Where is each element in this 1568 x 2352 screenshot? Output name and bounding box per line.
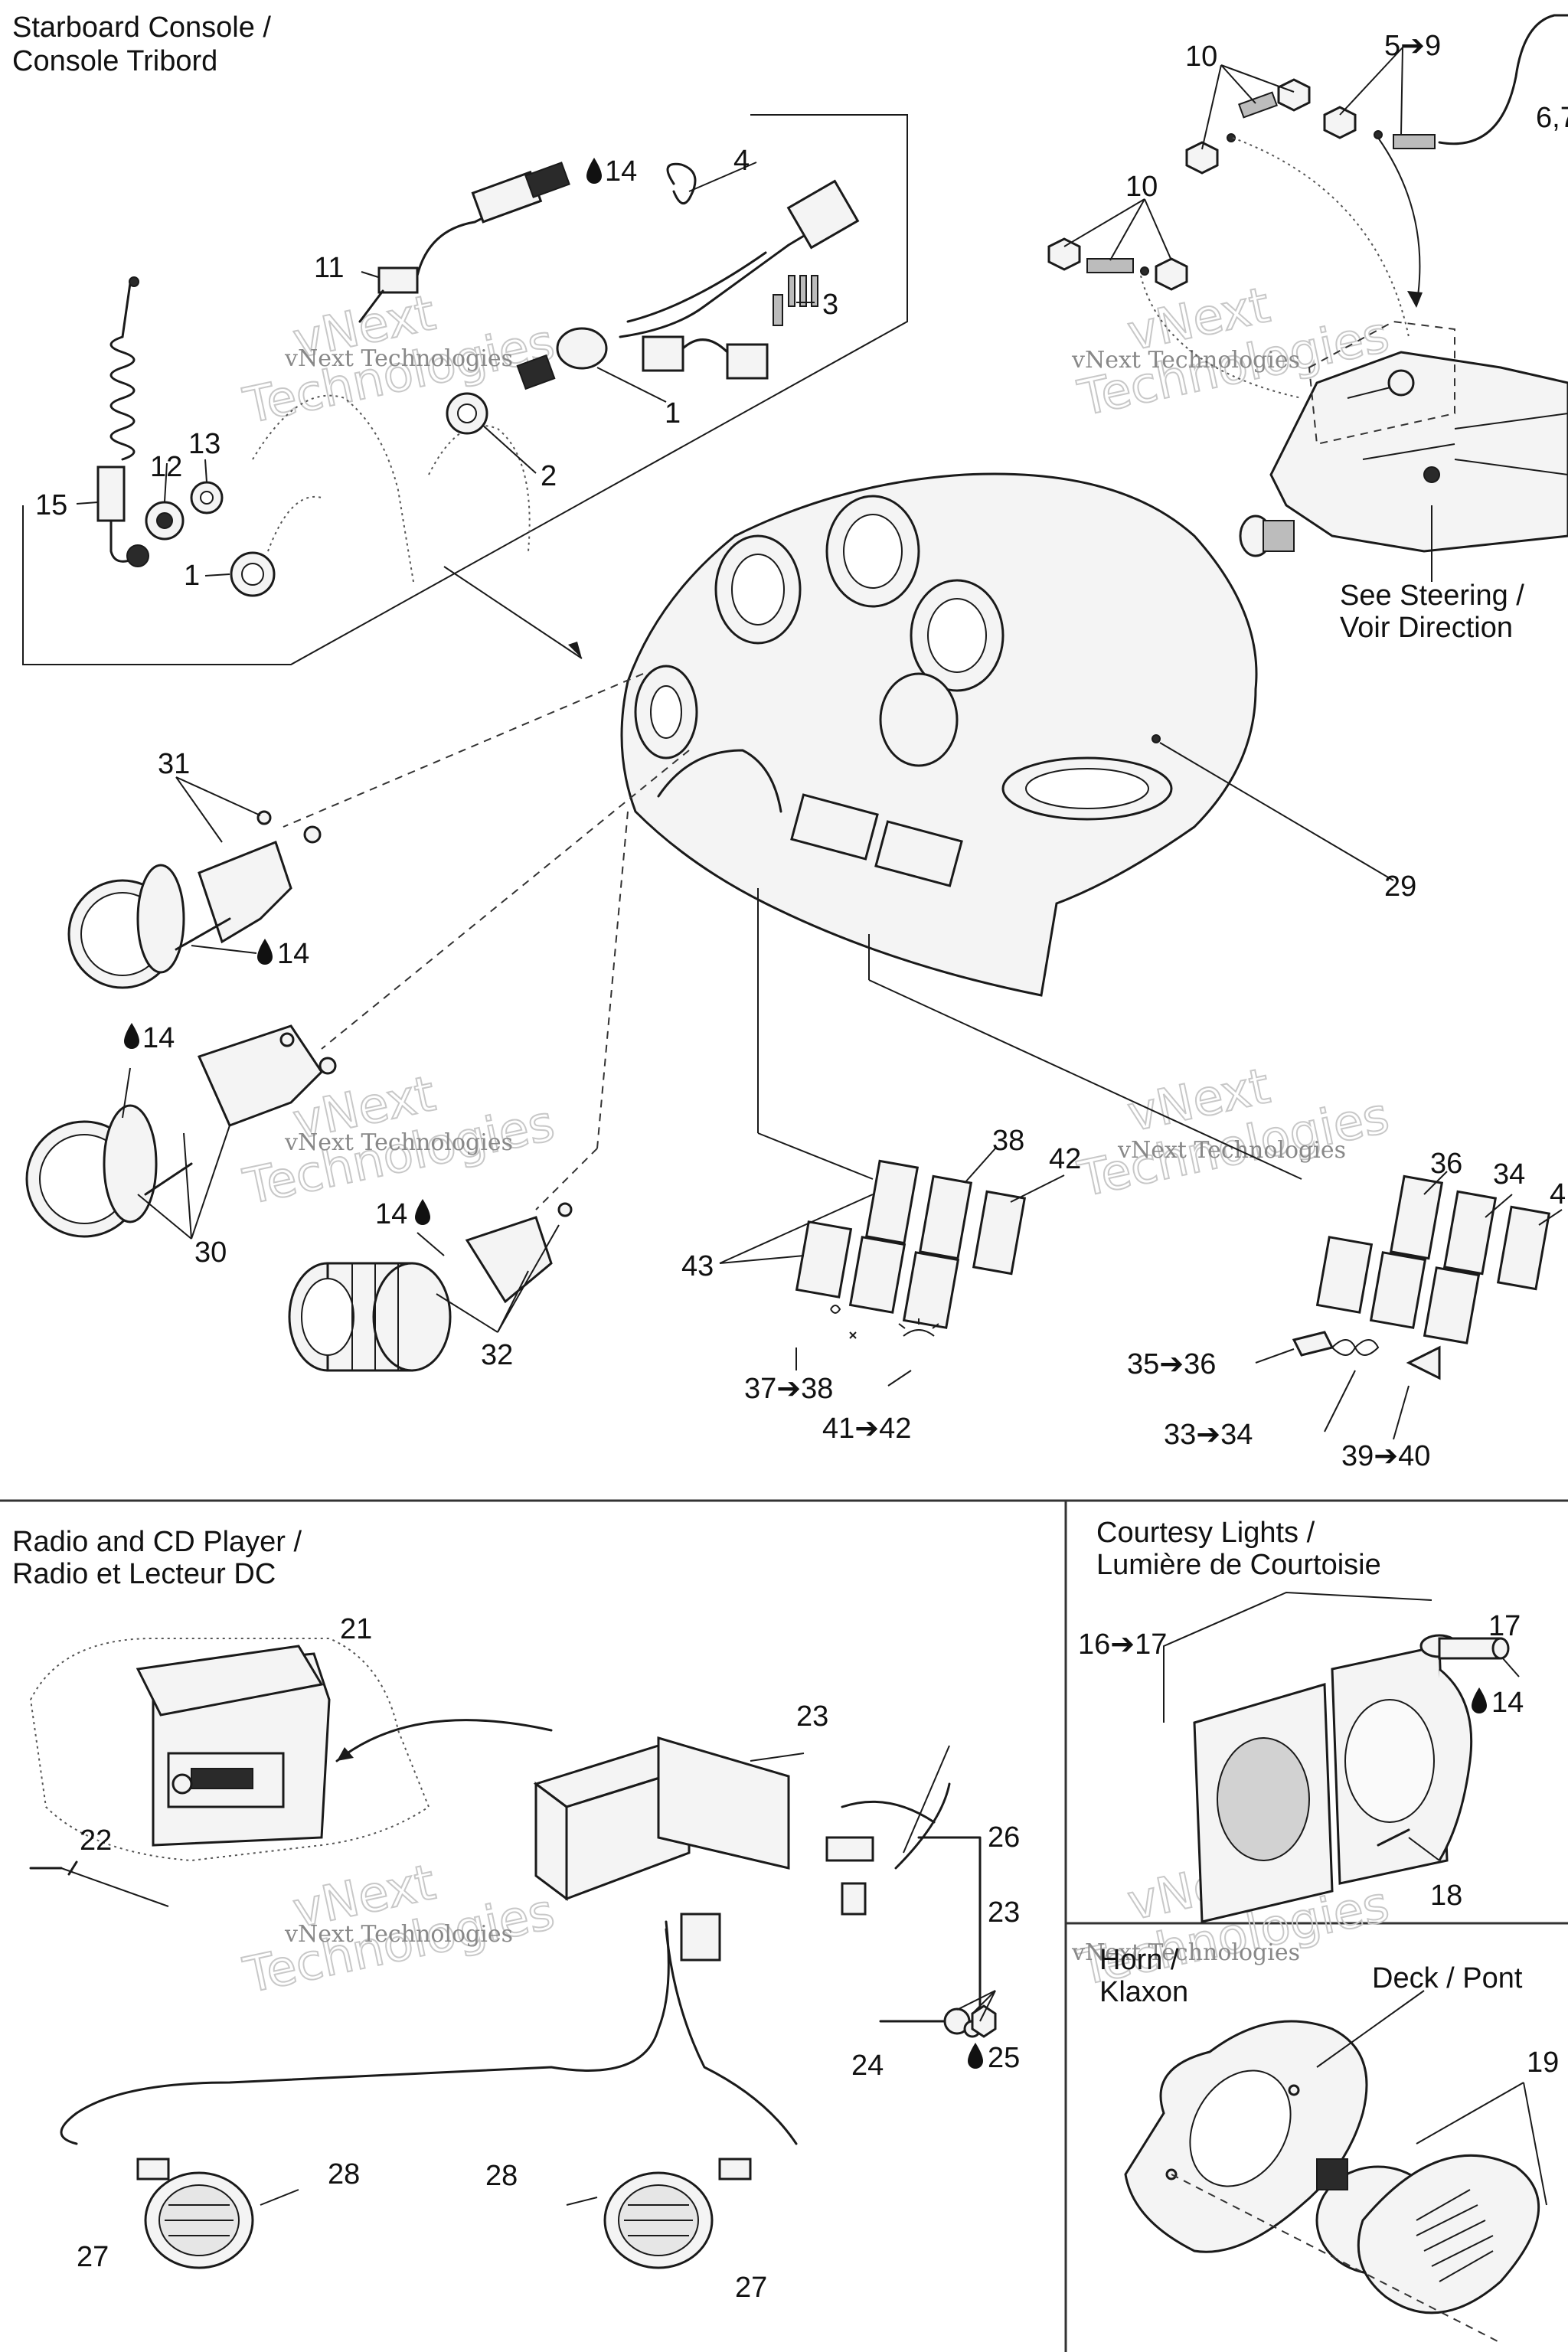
callout-24: 24 xyxy=(851,2050,884,2082)
callout-19: 19 xyxy=(1527,2047,1559,2079)
pin-connector xyxy=(788,275,818,307)
watermark-small: vNext Technologies xyxy=(1071,347,1300,374)
gauge-30 xyxy=(25,1024,337,1240)
switch-group-right xyxy=(1255,1171,1563,1440)
callout-27b: 27 xyxy=(735,2272,767,2304)
callout-39-40: 39➔40 xyxy=(1341,1440,1430,1472)
speaker-left xyxy=(136,2158,299,2269)
courtesy-lights-title-line2: Lumière de Courtoisie xyxy=(1096,1549,1381,1581)
courtesy-lights-title-line1: Courtesy Lights / xyxy=(1096,1517,1315,1549)
callout-13: 13 xyxy=(188,428,220,460)
callout-6-partial: 6,7 xyxy=(1536,102,1568,134)
callout-33-34: 33➔34 xyxy=(1164,1419,1253,1451)
starboard-console-title-line1: Starboard Console / xyxy=(12,11,271,44)
callout-14d: 14 xyxy=(375,1198,407,1230)
callout-22: 22 xyxy=(80,1824,112,1857)
callout-23b: 23 xyxy=(988,1896,1020,1929)
gauge-32 xyxy=(288,1202,573,1372)
horn-title-line1: Horn / xyxy=(1099,1944,1179,1976)
drop-icons xyxy=(124,158,1487,2069)
callout-1b: 1 xyxy=(184,560,200,592)
callout-11: 11 xyxy=(314,252,344,284)
callout-4-partial: 4 xyxy=(1550,1178,1566,1210)
tie-wrap xyxy=(666,162,697,205)
callout-28b: 28 xyxy=(485,2160,518,2192)
callout-42: 42 xyxy=(1049,1143,1081,1175)
callout-35-36: 35➔36 xyxy=(1127,1348,1216,1380)
lanyard-coil xyxy=(96,276,149,567)
callout-10a: 10 xyxy=(1185,41,1217,73)
watermark-small: vNext Technologies xyxy=(1071,1939,1300,1966)
watermark-small: vNext Technologies xyxy=(284,1129,513,1156)
watermark-small: vNext Technologies xyxy=(1117,1137,1346,1164)
callout-31: 31 xyxy=(158,748,190,780)
harness-connector xyxy=(786,179,860,250)
callout-32: 32 xyxy=(481,1339,513,1371)
callout-4: 4 xyxy=(733,145,750,177)
callout-1: 1 xyxy=(665,397,681,430)
callout-16-17: 16➔17 xyxy=(1078,1628,1167,1661)
drop-icon xyxy=(415,1199,430,1225)
steering-reference-line1: See Steering / xyxy=(1340,580,1524,612)
callout-15: 15 xyxy=(35,489,67,521)
callout-14b: 14 xyxy=(277,938,309,970)
callout-29: 29 xyxy=(1384,871,1416,903)
lanyard-switch xyxy=(377,266,419,294)
callout-14e: 14 xyxy=(1491,1687,1524,1719)
callout-21: 21 xyxy=(340,1613,372,1645)
callout-5-9: 5➔9 xyxy=(1384,30,1441,62)
callout-2: 2 xyxy=(541,460,557,492)
callout-38: 38 xyxy=(992,1125,1024,1157)
drop-icon xyxy=(586,158,602,184)
callout-labels: 11 14 4 3 1 2 12 13 15 1 10 5➔9 6,7 10 2… xyxy=(35,30,1568,2304)
horn-title-line2: Klaxon xyxy=(1099,1976,1188,2008)
horn xyxy=(1124,1990,1547,2344)
starboard-console-title-line2: Console Tribord xyxy=(12,45,217,77)
drop-icon xyxy=(1472,1687,1487,1713)
drop-icon xyxy=(257,939,273,965)
callout-26: 26 xyxy=(988,1821,1020,1854)
drop-icon xyxy=(968,2043,983,2069)
gauge-31 xyxy=(67,776,322,989)
callout-14c: 14 xyxy=(142,1022,175,1054)
callout-28a: 28 xyxy=(328,2158,360,2190)
callout-18: 18 xyxy=(1430,1880,1462,1912)
console-body xyxy=(620,472,1394,997)
callout-3: 3 xyxy=(822,289,838,321)
pin-3 xyxy=(773,294,783,326)
callout-17: 17 xyxy=(1488,1610,1521,1642)
courtesy-light xyxy=(1163,1591,1520,1923)
plug xyxy=(726,343,769,380)
callout-41-42: 41➔42 xyxy=(822,1413,911,1445)
speaker-right xyxy=(566,2158,752,2269)
callout-36: 36 xyxy=(1430,1148,1462,1180)
watermark-small: vNext Technologies xyxy=(284,345,513,372)
radio-assembly xyxy=(29,1638,997,2145)
callout-43: 43 xyxy=(681,1250,714,1282)
radio-cd-title-line2: Radio et Lecteur DC xyxy=(12,1558,276,1590)
callout-27a: 27 xyxy=(77,2241,109,2273)
radio-cd-title-line1: Radio and CD Player / xyxy=(12,1526,302,1558)
callout-10b: 10 xyxy=(1125,171,1158,203)
steering-reference-line2: Voir Direction xyxy=(1340,612,1513,644)
callout-34: 34 xyxy=(1493,1158,1525,1191)
watermark-small: vNext Technologies xyxy=(284,1921,513,1948)
callout-25: 25 xyxy=(988,2042,1020,2074)
harness-detail-box xyxy=(22,114,908,665)
callout-23a: 23 xyxy=(796,1700,828,1733)
key-switch xyxy=(556,327,608,370)
switch-group-left xyxy=(719,888,1302,1387)
callout-14a: 14 xyxy=(605,155,637,188)
deck-label: Deck / Pont xyxy=(1372,1962,1523,1994)
drop-icon xyxy=(124,1023,139,1049)
callout-30: 30 xyxy=(194,1236,227,1269)
steering-assembly xyxy=(1047,14,1568,582)
plug xyxy=(642,335,684,372)
callout-12: 12 xyxy=(150,451,182,483)
callout-37-38: 37➔38 xyxy=(744,1373,833,1405)
